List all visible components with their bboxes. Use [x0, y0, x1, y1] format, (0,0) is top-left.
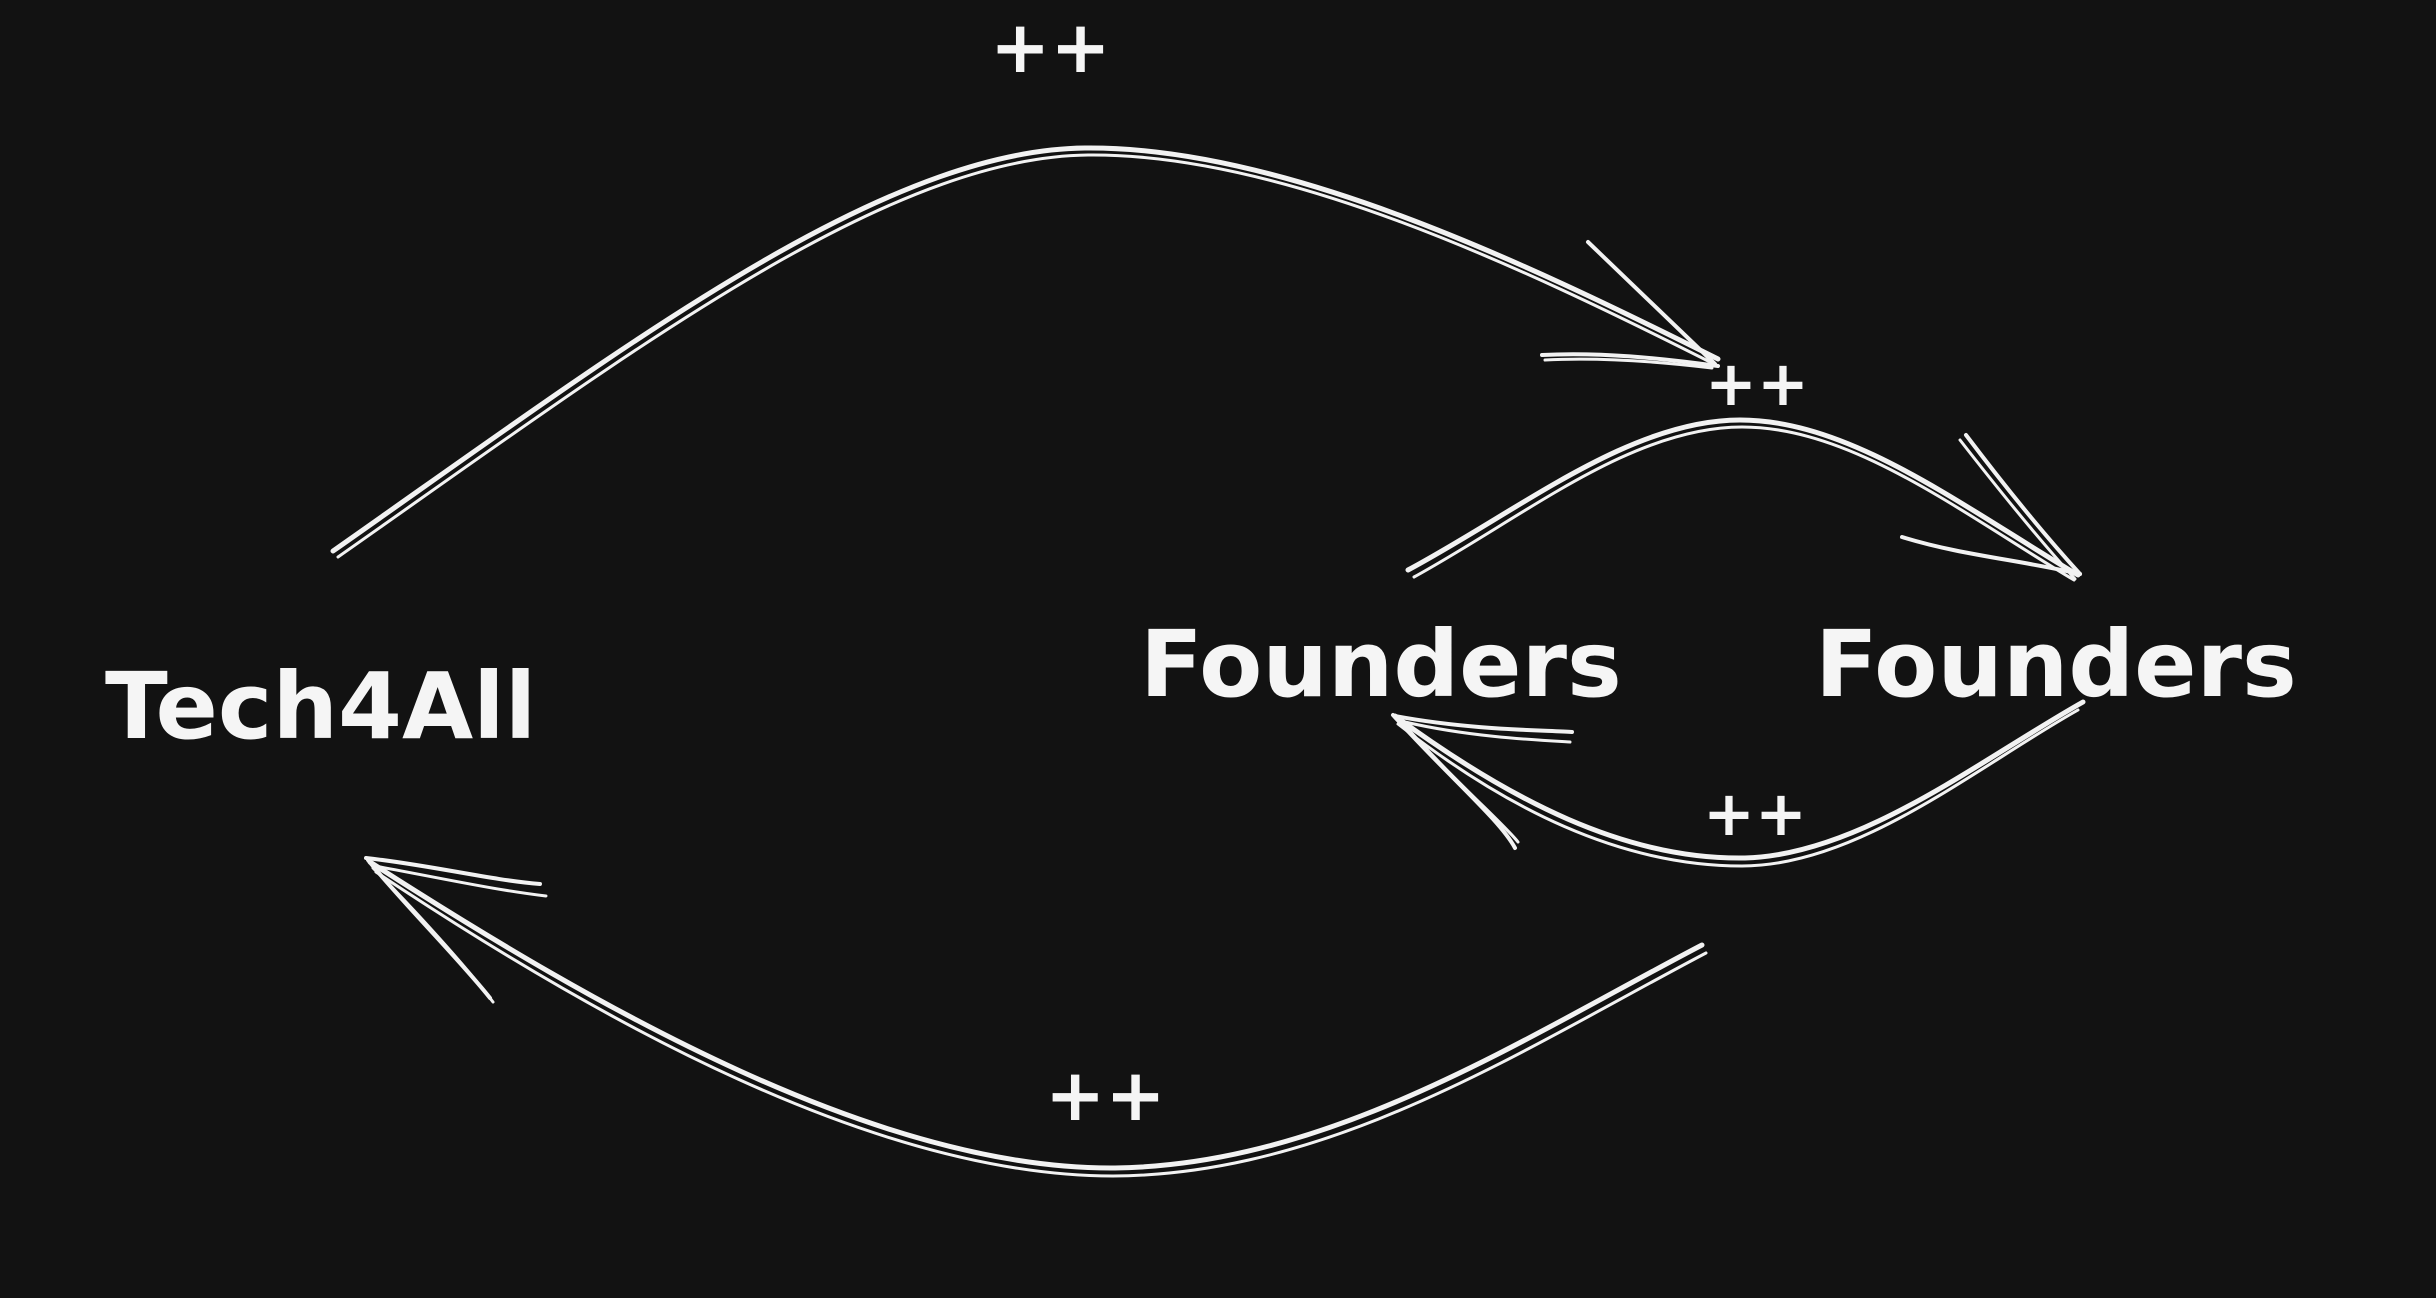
node-founders-left: Founders — [1140, 611, 1622, 718]
edge-label-bottom-outer: ++ — [1045, 1053, 1166, 1137]
edge-label-bottom-inner: ++ — [1703, 777, 1807, 850]
arrow-founders-to-tech4all — [364, 856, 1708, 1178]
node-founders-right: Founders — [1815, 611, 2297, 718]
edge-label-top-inner: ++ — [1705, 347, 1809, 420]
node-tech4all: Tech4All — [105, 653, 536, 760]
arrow-founders-to-founders-top — [1405, 417, 2082, 582]
arrow-founders-to-founders-bottom — [1391, 699, 2086, 868]
edge-label-top-outer: ++ — [990, 5, 1111, 89]
arrow-tech4all-to-founders — [330, 145, 1721, 559]
